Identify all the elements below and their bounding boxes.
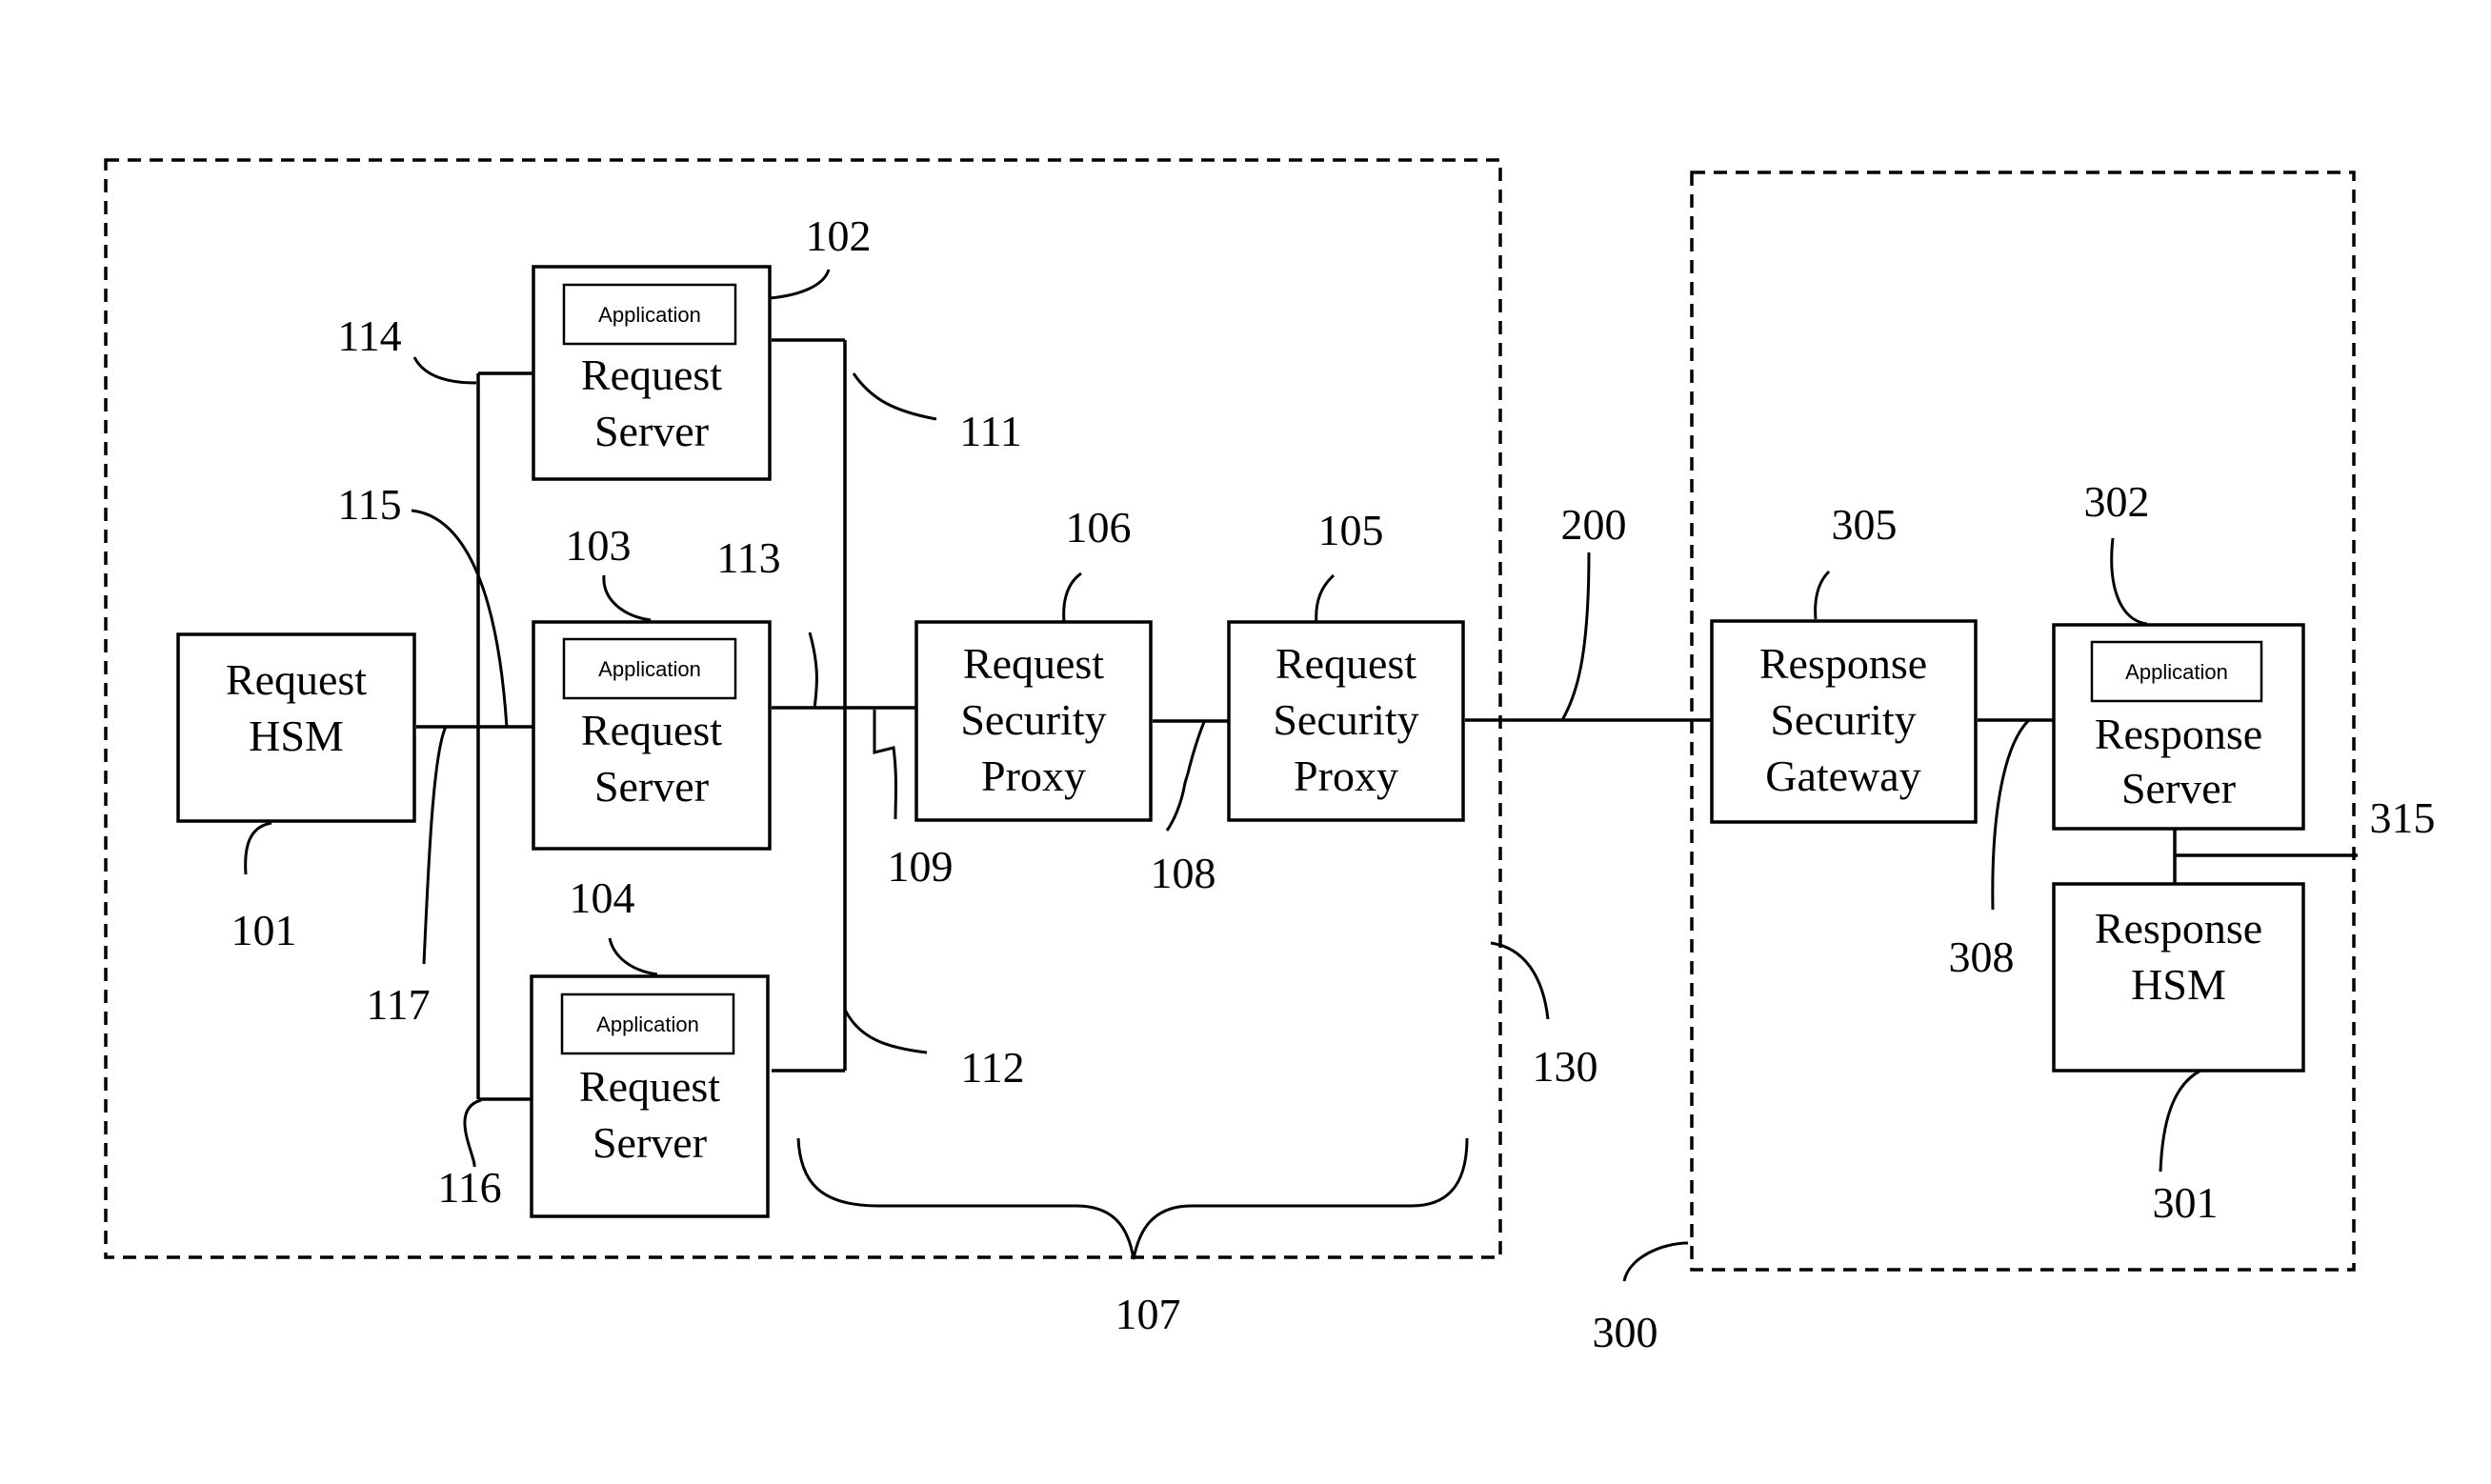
application-102-label: Application xyxy=(598,303,701,327)
gateway-305-line2: Security xyxy=(1770,695,1916,744)
response-server-302-line2: Server xyxy=(2121,764,2236,812)
ref-111: 111 xyxy=(959,407,1022,455)
ref-113: 113 xyxy=(716,533,780,582)
request-server-104-box: Application Request Server xyxy=(532,976,768,1216)
ref-117: 117 xyxy=(366,980,430,1029)
response-security-gateway-305-box: Response Security Gateway xyxy=(1712,621,1976,822)
proxy-105-line1: Request xyxy=(1276,639,1416,688)
response-hsm-line1: Response xyxy=(2095,904,2262,953)
response-hsm-301-box: Response HSM xyxy=(2054,884,2303,1071)
ref-302: 302 xyxy=(2084,477,2150,526)
application-103-label: Application xyxy=(598,657,701,681)
ref-105: 105 xyxy=(1318,506,1384,554)
ref-116: 116 xyxy=(437,1163,501,1212)
ref-112: 112 xyxy=(960,1043,1024,1092)
request-hsm-box: Request HSM xyxy=(178,634,414,821)
gateway-305-line3: Gateway xyxy=(1765,752,1920,800)
ref-101: 101 xyxy=(231,906,297,954)
ref-305: 305 xyxy=(1832,500,1898,549)
proxy-105-line3: Proxy xyxy=(1294,752,1398,800)
request-server-104-line2: Server xyxy=(593,1118,707,1167)
request-hsm-line2: HSM xyxy=(249,712,344,760)
ref-114: 114 xyxy=(337,311,401,360)
response-server-302-box: Application Response Server xyxy=(2054,625,2303,829)
proxy-106-line3: Proxy xyxy=(981,752,1086,800)
application-302-label: Application xyxy=(2125,660,2228,684)
proxy-105-line2: Security xyxy=(1273,695,1418,744)
ref-104: 104 xyxy=(570,873,635,922)
ref-109: 109 xyxy=(888,842,954,891)
proxy-106-line2: Security xyxy=(960,695,1106,744)
request-server-102-line2: Server xyxy=(594,407,709,455)
response-hsm-line2: HSM xyxy=(2131,960,2226,1009)
ref-200: 200 xyxy=(1561,500,1627,549)
request-security-proxy-105-box: Request Security Proxy xyxy=(1229,622,1463,820)
request-server-102-box: Application Request Server xyxy=(533,267,770,479)
ref-130: 130 xyxy=(1533,1042,1598,1091)
ref-301: 301 xyxy=(2153,1178,2219,1227)
request-server-103-box: Application Request Server xyxy=(533,622,770,849)
request-hsm-line1: Request xyxy=(226,655,367,704)
ref-102: 102 xyxy=(806,211,872,260)
ref-107: 107 xyxy=(1115,1290,1181,1338)
ref-106: 106 xyxy=(1066,503,1132,551)
request-server-104-line1: Request xyxy=(579,1062,720,1111)
application-104-label: Application xyxy=(596,1013,699,1036)
ref-103: 103 xyxy=(566,521,632,570)
ref-308: 308 xyxy=(1949,933,2015,981)
request-server-103-line2: Server xyxy=(594,762,709,811)
request-server-103-line1: Request xyxy=(581,706,722,754)
ref-108: 108 xyxy=(1151,849,1216,897)
request-server-102-line1: Request xyxy=(581,351,722,399)
gateway-305-line1: Response xyxy=(1759,639,1927,688)
proxy-106-line1: Request xyxy=(963,639,1104,688)
request-security-proxy-106-box: Request Security Proxy xyxy=(916,622,1151,820)
ref-300: 300 xyxy=(1593,1308,1658,1356)
ref-315: 315 xyxy=(2370,793,2436,842)
ref-115: 115 xyxy=(337,480,401,529)
response-server-302-line1: Response xyxy=(2095,710,2262,758)
